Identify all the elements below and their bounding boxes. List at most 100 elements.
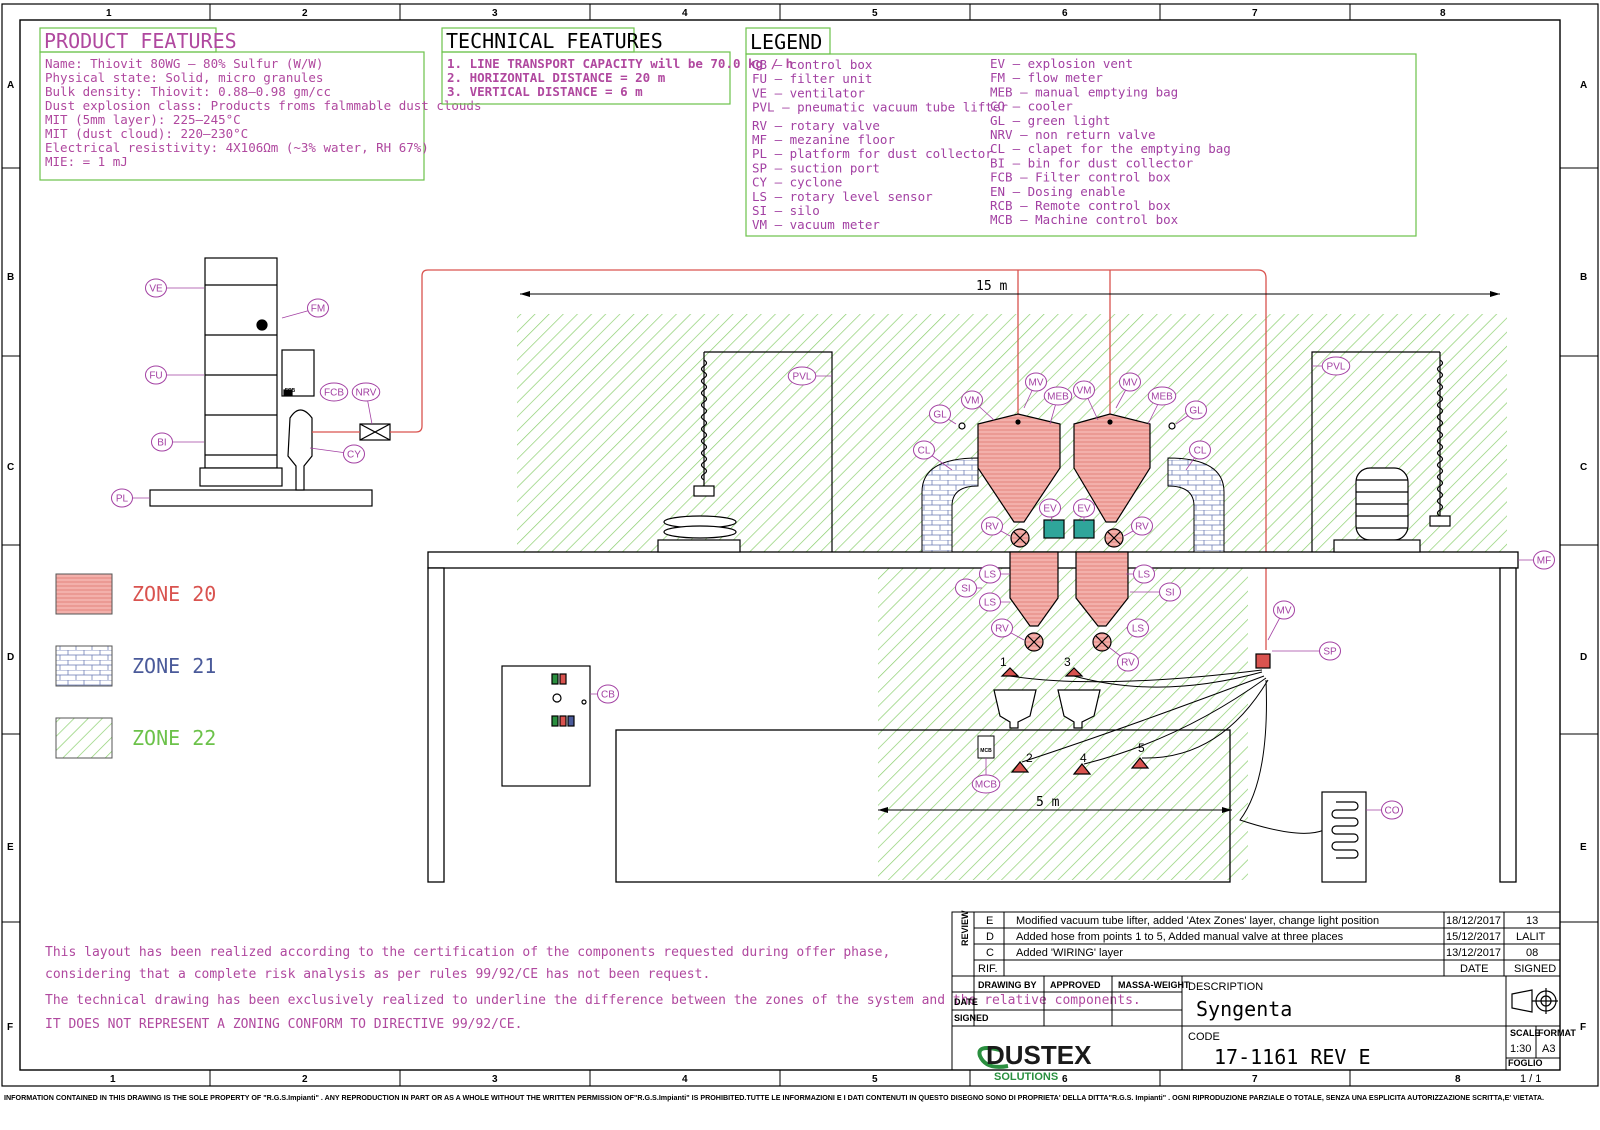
tag-bubble <box>1381 800 1403 820</box>
tag-label-ls4: LS <box>1132 624 1145 635</box>
product-line-3: Bulk density: Thiovit: 0.88–0.98 gm/cc <box>45 84 331 99</box>
point-5: 5 <box>1138 741 1145 755</box>
zone-21-arches <box>921 457 1225 553</box>
dimension-15m-label: 15 m <box>976 279 1007 294</box>
tag-bubble <box>1159 582 1181 602</box>
foglio-label: FOGLIO <box>1508 1058 1543 1068</box>
legend-entry: FCB – Filter control box <box>990 170 1171 185</box>
tag-label-pvl2: PVL <box>1327 362 1346 373</box>
tag-bubble <box>343 444 365 464</box>
legend-entry: PL – platform for dust collector <box>752 146 993 161</box>
grid-column-marks <box>2 4 1598 1086</box>
tag-bubble <box>971 774 1001 794</box>
footer-disclaimer: INFORMATION CONTAINED IN THIS DRAWING IS… <box>4 1093 1544 1102</box>
rev-e-text: Modified vacuum tube lifter, added 'Atex… <box>1016 915 1379 927</box>
zone-legend: ZONE 20 ZONE 21 ZONE 22 <box>55 573 216 759</box>
rev-e-signed: 13 <box>1526 915 1538 927</box>
tag-bubble <box>981 516 1003 536</box>
legend-entry: LS – rotary level sensor <box>752 189 933 204</box>
tag-bubble <box>1117 652 1139 672</box>
mezzanine-floor <box>427 551 1519 883</box>
note-line-3: The technical drawing has been exclusive… <box>45 993 1141 1008</box>
tag-label-gl2: GL <box>1189 406 1203 417</box>
tag-label-ev2: EV <box>1077 504 1091 515</box>
grid-col-4: 4 <box>682 8 688 19</box>
tag-bubble <box>1321 356 1351 376</box>
grid-col-8: 8 <box>1440 8 1446 19</box>
rif-label: RIF. <box>978 963 998 975</box>
point-numbers: 1 2 3 4 5 <box>1000 655 1145 765</box>
box-label-fcb_small: FCB <box>285 388 296 394</box>
tag-bubble <box>1133 564 1155 584</box>
tag-bubble <box>913 440 935 460</box>
tag-label-pvl1: PVL <box>793 372 812 383</box>
tag-label-meb1: MEB <box>1047 392 1069 403</box>
legend-entry: GL – green light <box>990 113 1110 128</box>
tag-bubble <box>1073 380 1095 400</box>
tag-label-cl2: CL <box>1194 446 1207 457</box>
zone-22-label: ZONE 22 <box>132 726 216 750</box>
tag-bubble <box>1147 386 1177 406</box>
tag-bubble <box>1131 516 1153 536</box>
legend-title: LEGEND <box>750 30 822 54</box>
code-label: CODE <box>1188 1031 1220 1043</box>
tag-bubble <box>145 278 167 298</box>
date-row-label: DATE <box>954 997 978 1007</box>
legend-entry: BI – bin for dust collector <box>990 155 1194 170</box>
grid-row-d-right: D <box>1580 652 1587 663</box>
tag-label-nrv: NRV <box>356 388 377 399</box>
grid-row-e-right: E <box>1580 842 1587 853</box>
review-label: REVIEW <box>960 910 970 946</box>
massa-weight-label: MASSA-WEIGHT <box>1118 980 1190 990</box>
cooler <box>1321 791 1367 883</box>
grid-row-e: E <box>7 842 14 853</box>
tag-label-rv3: RV <box>995 624 1009 635</box>
control-box <box>501 665 591 787</box>
technical-line-1: 1. LINE TRANSPORT CAPACITY will be 70.0 … <box>447 56 793 71</box>
tag-label-rv4: RV <box>1121 658 1135 669</box>
dust-collector-unit <box>149 257 391 507</box>
tag-bubble <box>979 564 1001 584</box>
tag-bubble <box>955 578 977 598</box>
tag-bubble <box>307 298 329 318</box>
tag-label-ls3: LS <box>984 598 997 609</box>
note-line-2: considering that a complete risk analysi… <box>45 967 710 982</box>
legend-entry: SP – suction port <box>752 160 880 175</box>
tag-label-vm1: VM <box>965 396 980 407</box>
grid-row-a: A <box>7 80 14 91</box>
tag-label-rv2: RV <box>1135 522 1149 533</box>
legend-entry: EV – explosion vent <box>990 56 1133 71</box>
scale-label: SCALE <box>1510 1028 1541 1038</box>
product-features-title: PRODUCT FEATURES <box>44 29 237 53</box>
tag-bubble <box>1189 440 1211 460</box>
mcb-box <box>977 735 995 759</box>
legend-entry: CL – clapet for the emptying bag <box>990 141 1231 156</box>
hoses <box>1009 669 1325 834</box>
legend-entry: FU – filter unit <box>752 71 872 86</box>
rev-e-date: 18/12/2017 <box>1446 915 1501 927</box>
tag-label-co: CO <box>1385 806 1400 817</box>
format-value: A3 <box>1542 1043 1555 1055</box>
product-line-4: Dust explosion class: Products froms fal… <box>45 98 482 113</box>
product-line-8: MIE: = 1 mJ <box>45 154 128 169</box>
logo-sub-text: SOLUTIONS <box>994 1071 1058 1083</box>
foglio-value: 1 / 1 <box>1520 1073 1541 1085</box>
format-label: FORMAT <box>1538 1028 1576 1038</box>
legend-entry: MCB – Machine control box <box>990 212 1179 227</box>
tag-label-cb: CB <box>601 690 615 701</box>
tag-label-cl1: CL <box>918 446 931 457</box>
tag-bubble <box>145 365 167 385</box>
legend-entry: SI – silo <box>752 203 820 218</box>
tag-bubble <box>1319 641 1341 661</box>
rev-d-date: 15/12/2017 <box>1446 931 1501 943</box>
legend-entry: RV – rotary valve <box>752 118 880 133</box>
zone-20-label: ZONE 20 <box>132 582 216 606</box>
tag-label-mv2: MV <box>1123 378 1138 389</box>
grid-row-d: D <box>7 652 14 663</box>
legend-entry: RCB – Remote control box <box>990 198 1171 213</box>
technical-line-2: 2. HORIZONTAL DISTANCE = 20 m <box>447 70 666 85</box>
tag-bubble <box>1119 372 1141 392</box>
tag-bubble <box>151 432 173 452</box>
tag-bubble <box>351 382 381 402</box>
description-value: Syngenta <box>1196 997 1292 1021</box>
